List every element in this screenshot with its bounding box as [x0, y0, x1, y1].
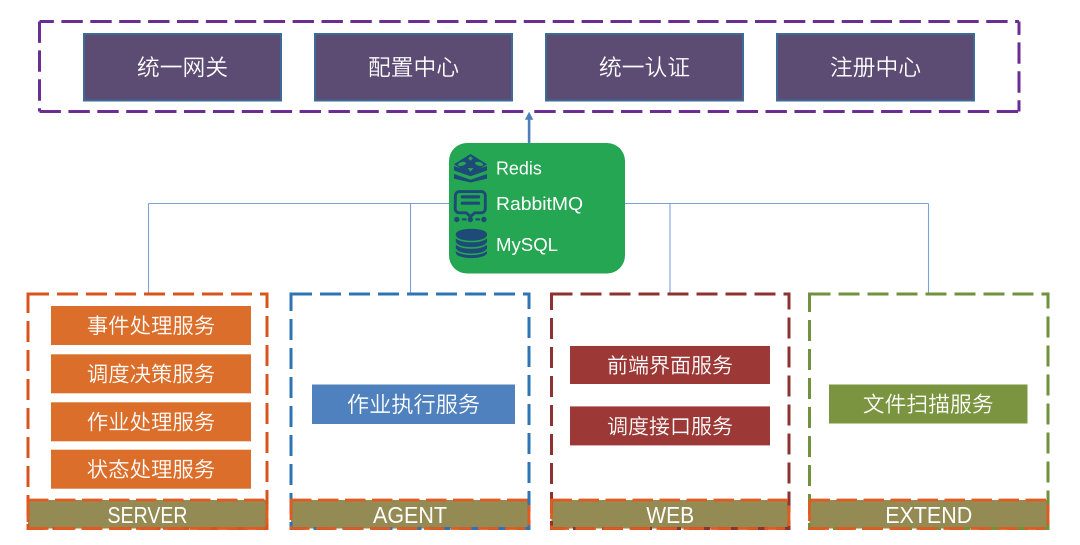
- svg-text:EXTEND: EXTEND: [885, 502, 972, 528]
- svg-text:SERVER: SERVER: [108, 502, 188, 528]
- svg-text:AGENT: AGENT: [373, 502, 447, 528]
- svg-text:WEB: WEB: [646, 502, 694, 528]
- svg-text:RabbitMQ: RabbitMQ: [496, 194, 583, 214]
- svg-text:MySQL: MySQL: [496, 235, 558, 255]
- svg-text:Redis: Redis: [496, 159, 542, 179]
